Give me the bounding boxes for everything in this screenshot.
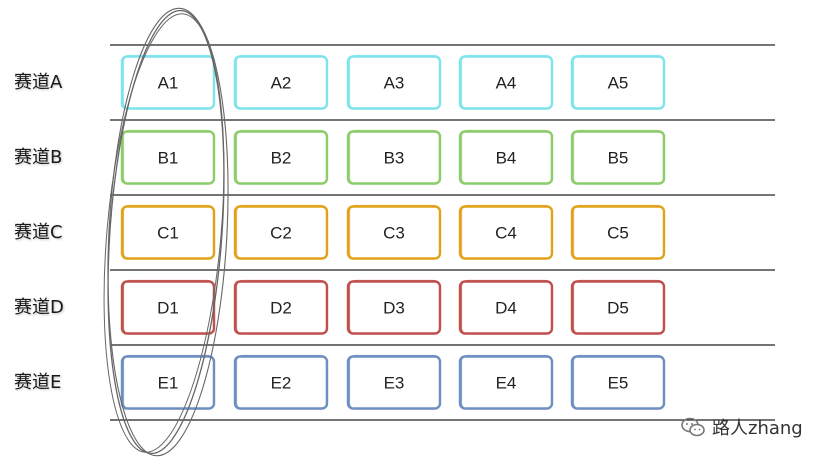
lane-label: 赛道B (14, 146, 63, 168)
card-label: E2 (271, 374, 292, 393)
card-border-sketch (348, 354, 441, 410)
card-label: C3 (383, 224, 405, 243)
card-border-sketch (572, 279, 665, 335)
card-border-sketch (235, 204, 328, 260)
card-label: A5 (608, 74, 629, 93)
card-border-sketch (460, 279, 553, 335)
card-label: E4 (496, 374, 517, 393)
highlight-ellipse-sketch (103, 13, 225, 453)
card-border-sketch (572, 54, 665, 110)
card-label: D1 (157, 299, 179, 318)
card-border-sketch (122, 129, 215, 185)
card-label: D4 (495, 299, 517, 318)
card-label: E5 (608, 374, 629, 393)
card-border-sketch (348, 54, 441, 110)
card-border-sketch (235, 279, 328, 335)
card-border-sketch (235, 54, 328, 110)
card-label: D5 (607, 299, 629, 318)
card-label: B3 (384, 149, 405, 168)
lane-label: 赛道A (14, 71, 63, 93)
card-label: A3 (384, 74, 405, 93)
card-label: B5 (608, 149, 629, 168)
card-border-sketch (460, 204, 553, 260)
card-border-sketch (572, 129, 665, 185)
card-border-sketch (348, 129, 441, 185)
card-border-sketch (348, 204, 441, 260)
watermark-text: 路人zhang (712, 418, 803, 439)
lane-label: 赛道C (14, 221, 63, 243)
card-label: A2 (271, 74, 292, 93)
card-label: D2 (270, 299, 292, 318)
lane-label: 赛道E (14, 371, 62, 393)
card-label: C1 (157, 224, 179, 243)
highlight-ellipse-sketch (107, 7, 229, 457)
lane-label: 赛道D (14, 296, 64, 318)
card-label: A1 (158, 74, 179, 93)
card-border-sketch (460, 54, 553, 110)
wechat-logo-icon (681, 417, 705, 437)
card-border-sketch (122, 354, 215, 410)
card-border-sketch (235, 129, 328, 185)
card-border-sketch (572, 204, 665, 260)
card-label: C5 (607, 224, 629, 243)
highlight-ellipse (107, 9, 225, 455)
card-label: B1 (158, 149, 179, 168)
card-border-sketch (460, 354, 553, 410)
card-border-sketch (460, 129, 553, 185)
card-label: E3 (384, 374, 405, 393)
card-border-sketch (122, 204, 215, 260)
watermark: 路人zhang (680, 414, 803, 440)
card-label: B2 (271, 149, 292, 168)
card-label: C4 (495, 224, 517, 243)
card-border-sketch (122, 54, 215, 110)
card-border-sketch (235, 354, 328, 410)
card-label: A4 (496, 74, 517, 93)
card-label: E1 (158, 374, 179, 393)
card-label: C2 (270, 224, 292, 243)
card-label: D3 (383, 299, 405, 318)
card-label: B4 (496, 149, 517, 168)
card-border-sketch (572, 354, 665, 410)
card-border-sketch (348, 279, 441, 335)
